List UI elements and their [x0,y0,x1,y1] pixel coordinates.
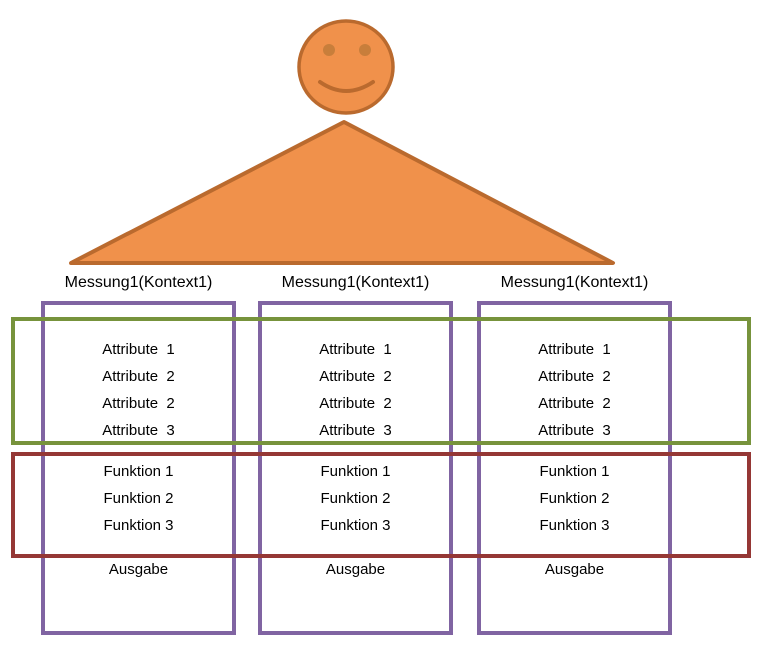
function-item: Funktion 2 [103,490,174,507]
attribute-item: Attribute 2 [102,395,175,412]
person-smile-icon [318,80,375,93]
column-border-box [477,301,672,635]
functions-group-band [11,452,751,558]
function-item: Funktion 3 [539,517,610,534]
attribute-item: Attribute 3 [538,422,611,439]
function-item: Funktion 3 [320,517,391,534]
person-right-eye-icon [359,44,371,56]
person-figure [69,19,615,265]
column-border-box [258,301,453,635]
measurement-column-2: Messung1(Kontext1) Attribute 1 Attribute… [258,0,453,660]
attribute-item: Attribute 2 [319,368,392,385]
column-title: Messung1(Kontext1) [64,274,213,291]
function-item: Funktion 1 [103,463,174,480]
measurement-column-1: Messung1(Kontext1) Attribute 1 Attribute… [41,0,236,660]
person-body-triangle [69,120,615,265]
attribute-item: Attribute 2 [538,395,611,412]
output-label: Ausgabe [325,561,386,578]
function-item: Funktion 2 [539,490,610,507]
output-label: Ausgabe [544,561,605,578]
attribute-item: Attribute 1 [319,341,392,358]
attribute-item: Attribute 2 [102,368,175,385]
attributes-group-band [11,317,751,445]
column-title: Messung1(Kontext1) [500,274,649,291]
measurement-column-3: Messung1(Kontext1) Attribute 1 Attribute… [477,0,672,660]
function-item: Funktion 3 [103,517,174,534]
attribute-item: Attribute 2 [538,368,611,385]
output-label: Ausgabe [108,561,169,578]
column-border-box [41,301,236,635]
attribute-item: Attribute 2 [319,395,392,412]
function-item: Funktion 1 [539,463,610,480]
attribute-item: Attribute 3 [102,422,175,439]
attribute-item: Attribute 1 [102,341,175,358]
person-head-icon [297,19,395,115]
function-item: Funktion 2 [320,490,391,507]
attribute-item: Attribute 1 [538,341,611,358]
function-item: Funktion 1 [320,463,391,480]
person-left-eye-icon [323,44,335,56]
column-title: Messung1(Kontext1) [281,274,430,291]
attribute-item: Attribute 3 [319,422,392,439]
